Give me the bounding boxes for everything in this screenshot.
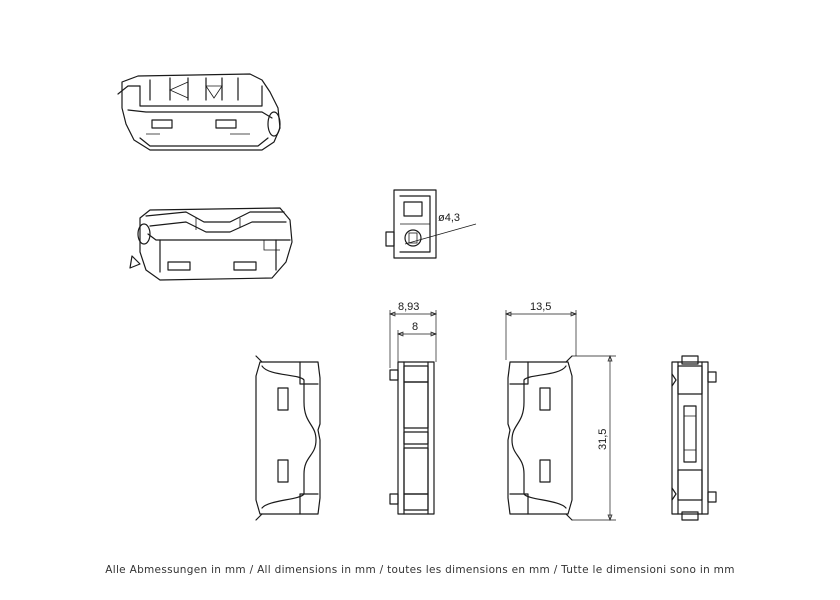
dimension-height: 31,5 xyxy=(597,429,609,450)
footer-note: Alle Abmessungen in mm / All dimensions … xyxy=(105,564,735,576)
isometric-view-top xyxy=(117,73,281,151)
dimension-depth: 13,5 xyxy=(530,301,551,313)
front-view-left xyxy=(255,355,321,521)
side-view-hole: ø4,3 xyxy=(385,189,477,259)
isometric-view-bottom xyxy=(129,207,293,281)
front-view-center: 8,93 8 xyxy=(389,301,437,515)
dimension-width-inner: 8 xyxy=(412,321,418,333)
side-view-right xyxy=(671,355,717,521)
dimension-width-outer: 8,93 xyxy=(398,301,419,313)
dimension-diameter: ø4,3 xyxy=(438,212,460,224)
front-view-right: 13,5 31,5 xyxy=(505,301,616,521)
